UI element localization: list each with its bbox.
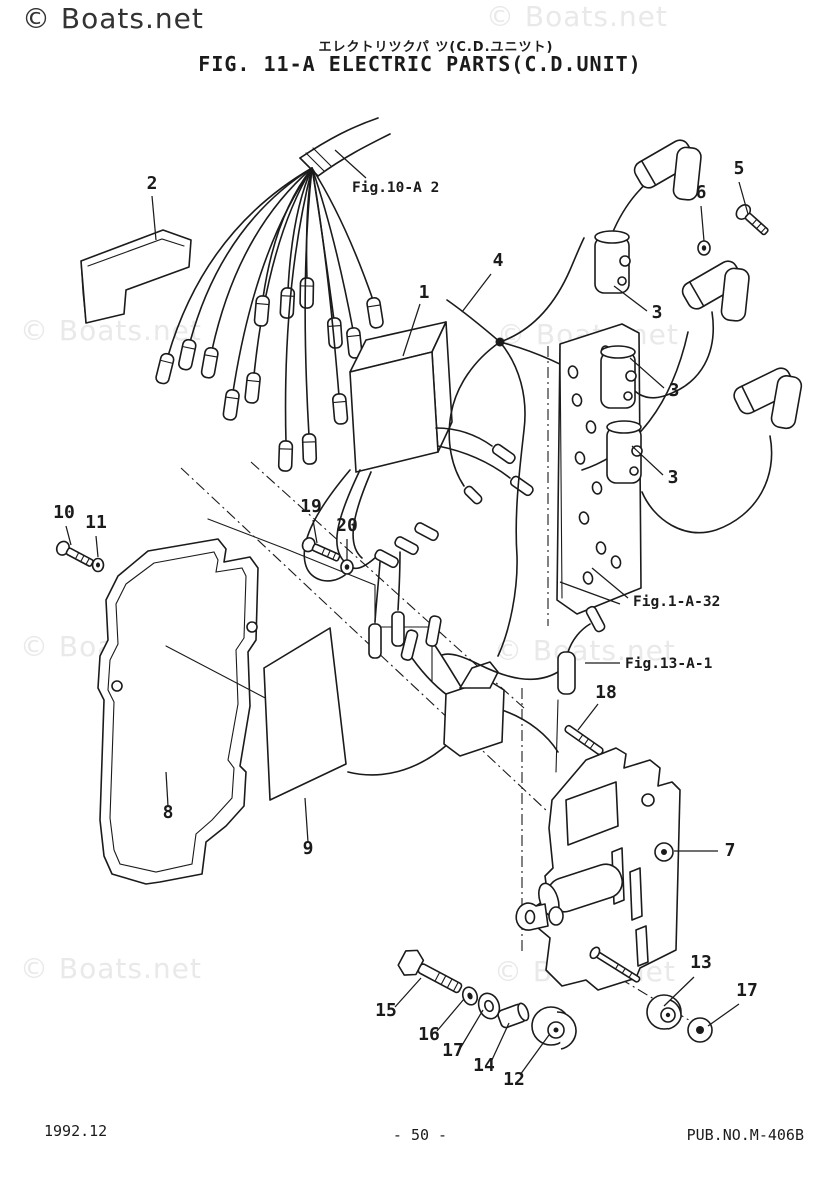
part-number-callout: 9 <box>303 838 314 859</box>
watermark-text: © Boats.net <box>486 0 668 33</box>
part-number-callout: 10 <box>53 502 75 523</box>
part-number-callout: 6 <box>696 182 707 203</box>
callout-leader-line <box>629 357 665 389</box>
bullet-connector <box>178 338 197 371</box>
footer-publication-number: PUB.NO.M-406B <box>686 1126 804 1144</box>
washer-17b <box>687 1017 713 1043</box>
callout-leader-line <box>65 525 72 546</box>
part-number-callout: 2 <box>147 173 158 194</box>
wire-harness-connectors <box>155 167 384 472</box>
footer-page-number: - 50 - <box>392 1126 448 1144</box>
callout-leader-line <box>577 703 599 731</box>
wire-harness-trunk-drawing <box>299 117 391 177</box>
part-number-callout: 18 <box>595 682 617 703</box>
watermark-text: © Boats.net <box>20 314 202 347</box>
callout-leader-line <box>559 581 621 605</box>
callout-leader-line <box>402 303 421 357</box>
callout-leader-line <box>165 771 169 807</box>
part-number-callout: 19 <box>300 496 322 517</box>
washer-20-drawing <box>340 559 354 575</box>
bullet-connector <box>326 317 343 349</box>
part-number-callout: 20 <box>336 515 358 536</box>
callout-leader-line <box>631 445 664 476</box>
callout-leader-line <box>613 285 648 312</box>
grommet-13 <box>646 994 682 1030</box>
callout-leader-line <box>436 998 465 1032</box>
watermark-text: © Boats.net <box>494 634 676 667</box>
figure-reference-label: Fig.13-A-1 <box>625 656 713 672</box>
part-number-callout: 15 <box>375 1000 397 1021</box>
callout-leader-line <box>490 1022 510 1063</box>
part-number-callout: 13 <box>690 952 712 973</box>
part-number-callout: 14 <box>473 1055 495 1076</box>
footer-date: 1992.12 <box>44 1122 108 1140</box>
watermark-text: © Boats.net <box>20 952 202 985</box>
sheet-9-drawing <box>263 627 347 801</box>
bullet-connector <box>299 277 315 309</box>
cdi-unit-drawing <box>303 321 534 659</box>
electric-bracket-drawing <box>515 699 681 991</box>
part-number-callout: 3 <box>669 380 680 401</box>
grommet-12 <box>531 1006 577 1050</box>
callout-leader-line <box>519 1034 550 1076</box>
ignition-coils-drawing <box>581 139 803 534</box>
rectifier-drawing <box>347 605 606 776</box>
figure-reference-label: Fig.1-A-32 <box>633 594 720 610</box>
part-number-callout: 17 <box>736 980 758 1001</box>
figure-title-japanese: エレクトリツクパ ツ(C.D.ユニツト) <box>318 40 554 55</box>
clamp-bracket-drawing <box>80 229 192 324</box>
callout-leader-line <box>304 797 309 843</box>
callout-leader-line <box>95 535 99 558</box>
screw-18-drawing <box>564 724 604 756</box>
mount-hardware-drawing <box>397 949 713 1050</box>
callout-leader-line <box>460 1009 484 1048</box>
part-number-callout: 11 <box>85 512 107 533</box>
screw-10-drawing <box>55 540 94 567</box>
figure-reference-label: Fig.10-A 2 <box>352 180 439 196</box>
bullet-connector <box>277 440 294 472</box>
bullet-connector <box>366 297 384 329</box>
callout-leader-line <box>151 195 157 241</box>
part-number-callout: 17 <box>442 1040 464 1061</box>
part-number-callout: 4 <box>493 250 504 271</box>
washer-6-drawing <box>697 240 711 256</box>
callout-leader-line <box>312 519 318 544</box>
bullet-connector <box>332 393 349 425</box>
part-number-callout: 7 <box>725 840 736 861</box>
callout-leader-line <box>394 977 422 1008</box>
bullet-connector <box>155 352 175 385</box>
part-number-callout: 8 <box>163 802 174 823</box>
bullet-connector <box>200 346 219 379</box>
callout-leader-line <box>461 273 492 313</box>
cover-8-drawing <box>97 538 293 885</box>
part-number-callout: 5 <box>734 158 745 179</box>
callout-leader-line <box>334 149 367 179</box>
bullet-connector <box>346 327 363 359</box>
part-number-callout: 3 <box>652 302 663 323</box>
callout-leader-line <box>707 1003 740 1027</box>
spark-plug-cap <box>681 260 750 322</box>
bullet-connector <box>244 372 261 404</box>
spark-plug-cap <box>733 367 803 430</box>
bullet-connector <box>222 389 240 421</box>
part-number-callout: 1 <box>419 282 430 303</box>
part-number-callout: 3 <box>668 467 679 488</box>
figure-title: FIG. 11-A ELECTRIC PARTS(C.D.UNIT) <box>198 52 642 76</box>
part-number-callout: 12 <box>503 1069 525 1090</box>
spark-plug-cap <box>633 139 702 201</box>
callout-leader-line <box>591 567 629 599</box>
boats-net-logo: © Boats.net <box>22 2 204 35</box>
part-number-callout: 16 <box>418 1024 440 1045</box>
callout-leader-line <box>700 205 705 242</box>
callout-leader-line <box>738 181 749 215</box>
bullet-connector <box>301 433 318 465</box>
bullet-connector <box>279 287 296 319</box>
callout-leader-line <box>663 976 695 1007</box>
screw-19-drawing <box>301 537 341 562</box>
bullet-connector <box>253 295 270 327</box>
washer-11-drawing <box>91 557 105 573</box>
bolt-5-drawing <box>735 204 769 236</box>
